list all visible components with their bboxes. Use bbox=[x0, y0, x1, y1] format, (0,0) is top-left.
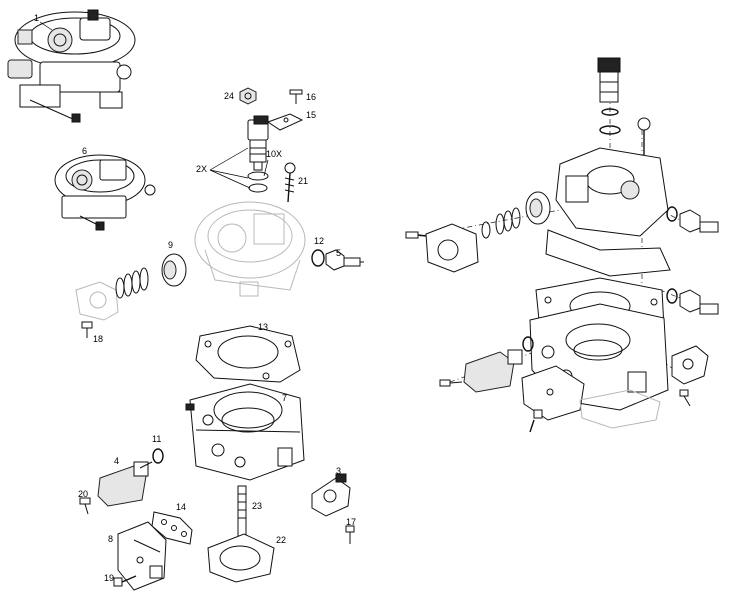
throttle-body-7 bbox=[185, 383, 305, 481]
callout-9: 9 bbox=[168, 240, 173, 250]
sensor-3 bbox=[311, 473, 351, 517]
callout-4: 4 bbox=[114, 456, 119, 466]
callout-18: 18 bbox=[93, 334, 103, 344]
callout-1: 1 bbox=[34, 13, 39, 23]
regulator-cover-18 bbox=[75, 281, 119, 321]
fitting-5 bbox=[325, 249, 364, 271]
exploded-view bbox=[405, 57, 719, 433]
washer-11 bbox=[152, 448, 164, 464]
callout-15: 15 bbox=[306, 110, 316, 120]
ghost-throttle-body bbox=[194, 201, 306, 297]
gasket-22 bbox=[207, 533, 275, 583]
screw-19 bbox=[113, 575, 137, 587]
assembly-6 bbox=[54, 154, 156, 231]
assembly-1 bbox=[7, 9, 136, 123]
screw-20 bbox=[79, 497, 91, 515]
callout-10x: 10X bbox=[266, 149, 282, 159]
callout-19: 19 bbox=[104, 573, 114, 583]
callout-20: 20 bbox=[78, 489, 88, 499]
diaphragm-9 bbox=[161, 253, 187, 287]
regulator-assembly bbox=[405, 191, 551, 273]
callout-11: 11 bbox=[152, 434, 161, 444]
callout-5: 5 bbox=[336, 248, 341, 258]
bracket-8 bbox=[117, 521, 167, 591]
screw-16 bbox=[289, 89, 303, 104]
o-rings-10 bbox=[247, 171, 269, 193]
callout-13: 13 bbox=[258, 322, 268, 332]
callout-16: 16 bbox=[306, 92, 316, 102]
callout-22: 22 bbox=[276, 535, 286, 545]
callout-23: 23 bbox=[252, 501, 262, 511]
callout-6: 6 bbox=[82, 146, 87, 156]
washer-12 bbox=[311, 249, 325, 267]
callout-3: 3 bbox=[336, 466, 341, 476]
gasket-13 bbox=[195, 325, 301, 383]
callout-17: 17 bbox=[346, 517, 356, 527]
screw-18 bbox=[81, 321, 93, 338]
nut-24 bbox=[239, 87, 257, 105]
callout-12: 12 bbox=[314, 236, 324, 246]
callout-8: 8 bbox=[108, 534, 113, 544]
idle-motor-4 bbox=[97, 461, 153, 507]
clamp-15 bbox=[266, 113, 304, 131]
callout-7: 7 bbox=[282, 393, 287, 403]
screw-17 bbox=[345, 525, 355, 544]
callout-24: 24 bbox=[224, 91, 234, 101]
stud-23 bbox=[237, 485, 247, 539]
callout-21: 21 bbox=[298, 176, 308, 186]
screw-21 bbox=[284, 162, 296, 203]
callout-2x: 2X bbox=[196, 164, 207, 174]
callout-14: 14 bbox=[176, 502, 186, 512]
injector-2 bbox=[247, 115, 269, 171]
spring bbox=[115, 267, 149, 299]
